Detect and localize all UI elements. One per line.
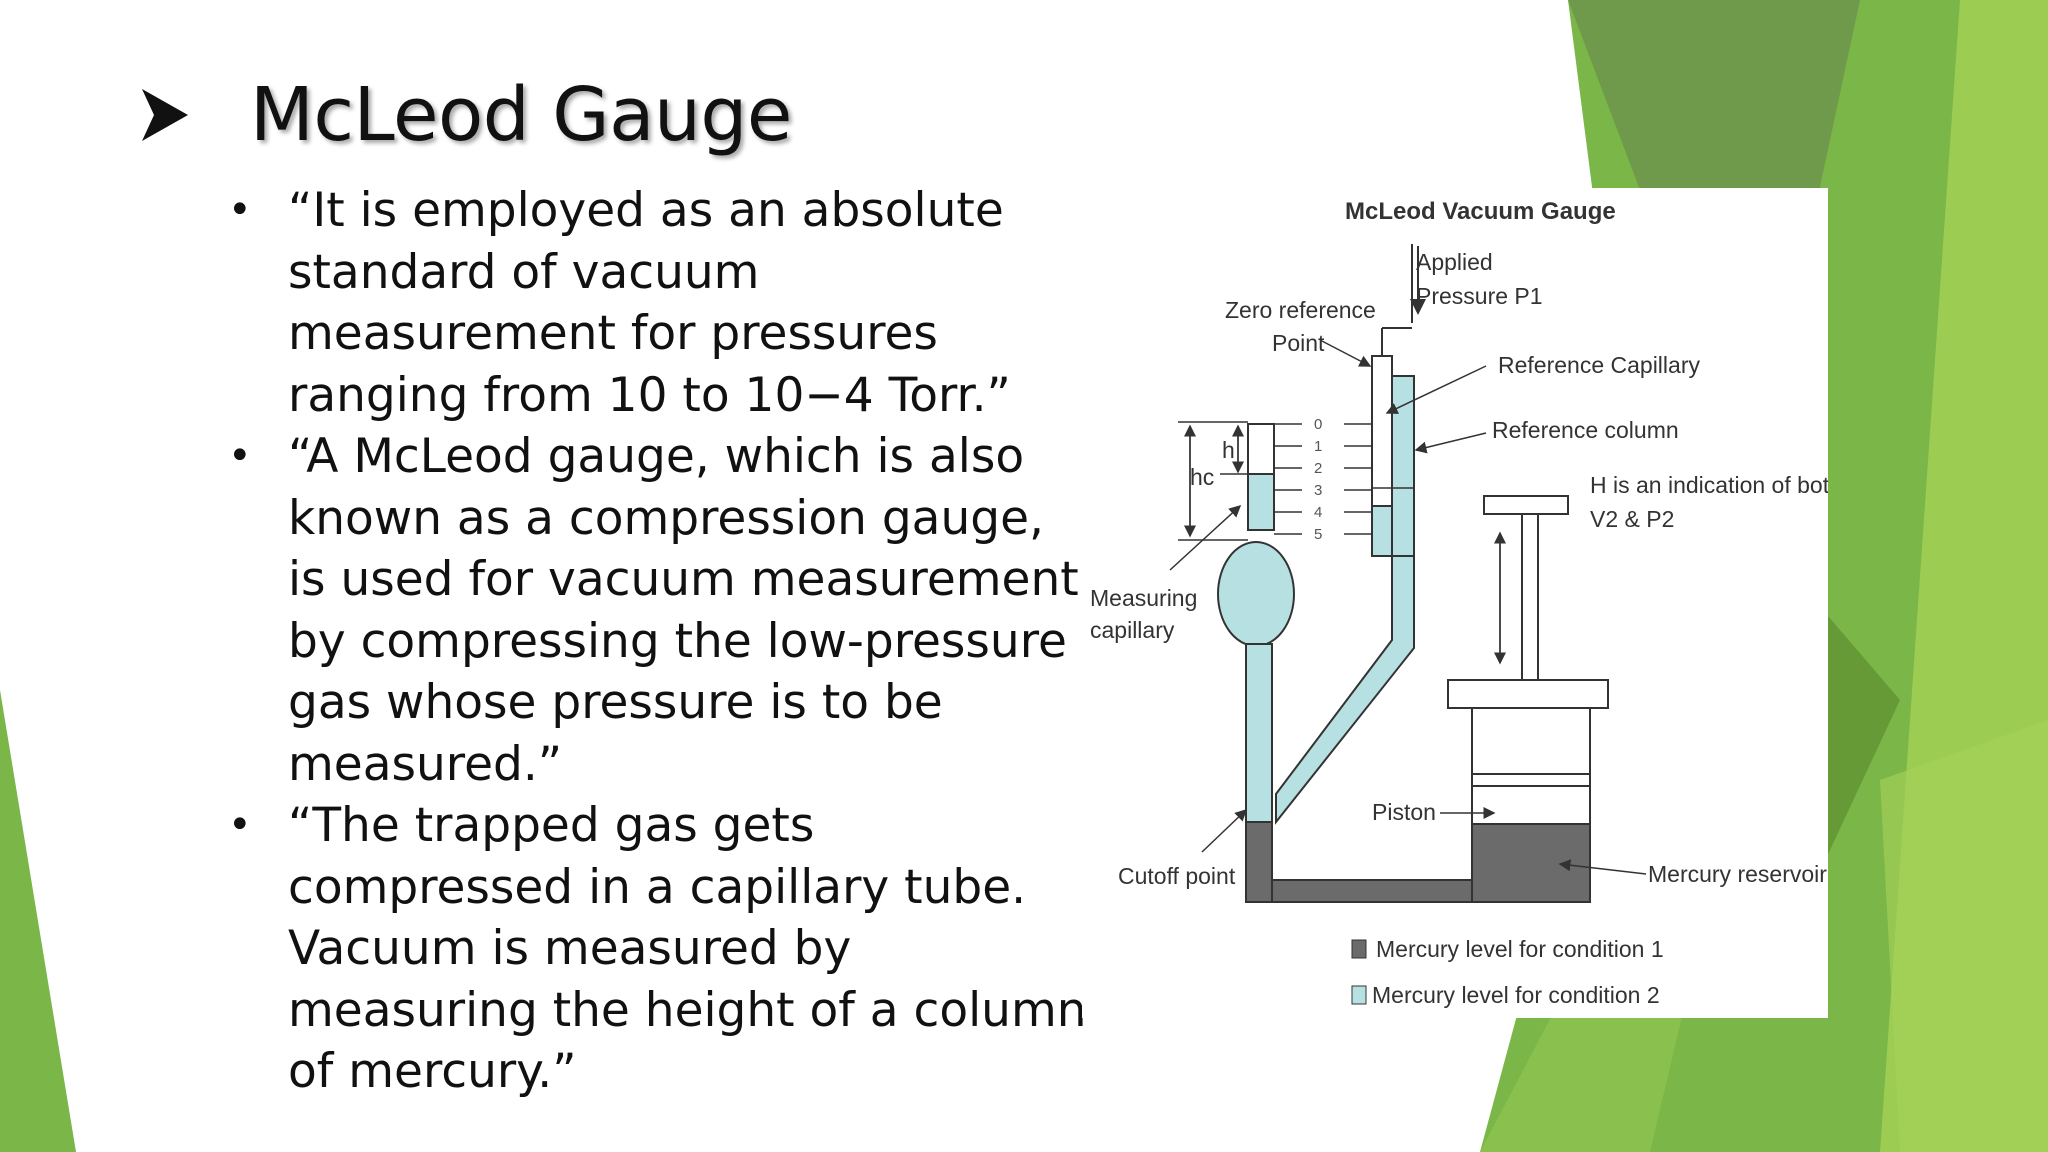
label-capillary: capillary (1090, 617, 1175, 643)
measuring-capillary-top (1247, 423, 1275, 475)
bottom-tube-mercury (1271, 879, 1473, 903)
label-hc: hc (1190, 464, 1214, 490)
diagram-title: McLeod Vacuum Gauge (1345, 198, 1616, 225)
bullet-item: • “The trapped gas gets compressed in a … (228, 795, 1088, 1103)
measuring-bulb (1217, 541, 1295, 647)
reference-column (1391, 375, 1415, 557)
bullet-text: “The trapped gas gets compressed in a ca… (288, 798, 1087, 1099)
scale-tick: 4 (1314, 504, 1322, 521)
dimension-lines (1178, 421, 1248, 541)
title-row: McLeod Gauge (140, 72, 792, 158)
label-point: Point (1272, 330, 1325, 356)
bg-green-shape-5 (1880, 720, 2048, 1152)
label-h: h (1222, 437, 1235, 463)
cutoff-pointer (1201, 808, 1248, 853)
label-h-indication: H is an indication of both (1590, 472, 1828, 498)
piston-handle (1483, 495, 1569, 515)
bullet-list: • “It is employed as an absolute standar… (228, 180, 1088, 1103)
scale-tick: 2 (1314, 460, 1322, 477)
measuring-capillary-pointer (1169, 504, 1242, 571)
label-cutoff-point: Cutoff point (1118, 863, 1236, 889)
label-v2-p2: V2 & P2 (1590, 506, 1674, 532)
scale-tick: 5 (1314, 526, 1322, 543)
mercury-reservoir (1471, 823, 1591, 903)
scale-tick: 3 (1314, 482, 1322, 499)
inlet-tube (1381, 244, 1413, 356)
bullet-item: • “A McLeod gauge, which is also known a… (228, 426, 1088, 795)
label-reference-capillary: Reference Capillary (1498, 352, 1700, 378)
measuring-capillary-mercury (1247, 473, 1275, 531)
scale-lines (1274, 423, 1372, 535)
bullet-dot: • (228, 433, 252, 479)
reservoir-flange (1447, 679, 1609, 709)
bullet-text: “A McLeod gauge, which is also known as … (288, 429, 1079, 792)
ref-capillary-pointer (1385, 365, 1487, 414)
bullet-item: • “It is employed as an absolute standar… (228, 180, 1088, 426)
legend-swatch-condition-1 (1351, 939, 1367, 959)
label-reference-column: Reference column (1492, 417, 1679, 443)
legend-swatch-condition-2 (1351, 985, 1367, 1005)
legend-label: Mercury level for condition 2 (1372, 982, 1660, 1008)
bullet-dot: • (228, 187, 252, 233)
cutoff-mercury (1245, 821, 1273, 903)
legend-label: Mercury level for condition 1 (1376, 936, 1664, 962)
label-measuring: Measuring (1090, 585, 1197, 611)
ref-column-pointer (1414, 432, 1487, 454)
label-pressure-p1: Pressure P1 (1416, 283, 1543, 309)
bullet-dot: • (228, 802, 252, 848)
connecting-tube (1275, 555, 1415, 825)
label-applied: Applied (1416, 249, 1493, 275)
slide-title: McLeod Gauge (250, 72, 792, 158)
measuring-tube (1245, 643, 1273, 823)
reference-capillary-mercury (1371, 505, 1393, 557)
bullet-text: “It is employed as an absolute standard … (288, 183, 1011, 423)
label-zero-reference: Zero reference (1225, 297, 1376, 323)
reservoir-pointer (1558, 859, 1647, 875)
scale-tick: 0 (1314, 416, 1322, 433)
diagram-panel: McLeod Vacuum Gauge Applied Pressure P1 … (1082, 188, 1828, 1018)
mcleod-gauge-diagram: McLeod Vacuum Gauge Applied Pressure P1 … (1090, 198, 1828, 1008)
label-piston: Piston (1372, 799, 1436, 825)
piston-head (1471, 773, 1591, 787)
label-mercury-reservoir: Mercury reservoir (1648, 861, 1827, 887)
scale-tick: 1 (1314, 438, 1322, 455)
arrowhead-bullet-icon (142, 89, 188, 141)
zero-reference-pointer (1319, 339, 1372, 367)
bg-green-shape-left (0, 690, 76, 1152)
